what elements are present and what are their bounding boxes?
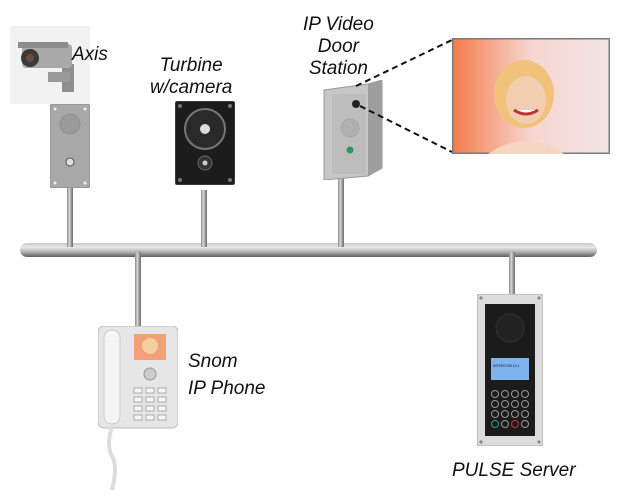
video-feed-image	[452, 38, 610, 154]
snom-pole	[135, 252, 141, 332]
axis-intercom-icon	[50, 104, 90, 188]
door-station-label-line2: Door	[317, 36, 359, 57]
turbine-label: Turbine w/camera	[150, 55, 232, 99]
door-station-label-line3: Station	[308, 58, 368, 79]
door-station-icon	[323, 80, 383, 180]
snom-label-line1: Snom	[188, 351, 238, 372]
pulse-server-icon: INTERCOM 10.1	[477, 294, 543, 446]
turbine-label-line2: w/camera	[150, 77, 233, 98]
door-station-label: IP Video Door Station	[303, 14, 374, 80]
pulse-label: PULSE Server	[452, 460, 576, 481]
door-station-label-line1: IP Video	[303, 14, 374, 35]
axis-pole	[67, 185, 73, 247]
turbine-intercom-icon	[175, 101, 235, 185]
axis-camera-icon	[10, 26, 90, 104]
pulse-display-text: INTERCOM 10.1	[493, 364, 520, 368]
turbine-pole	[201, 190, 207, 247]
snom-label: Snom IP Phone	[188, 348, 265, 402]
axis-label: Axis	[72, 44, 108, 65]
snom-label-line2: IP Phone	[188, 378, 266, 399]
turbine-label-line1: Turbine	[159, 55, 223, 76]
snom-phone-icon	[98, 326, 178, 491]
network-bus	[20, 243, 597, 257]
pulse-pole	[509, 252, 515, 294]
door-station-pole	[338, 178, 344, 247]
